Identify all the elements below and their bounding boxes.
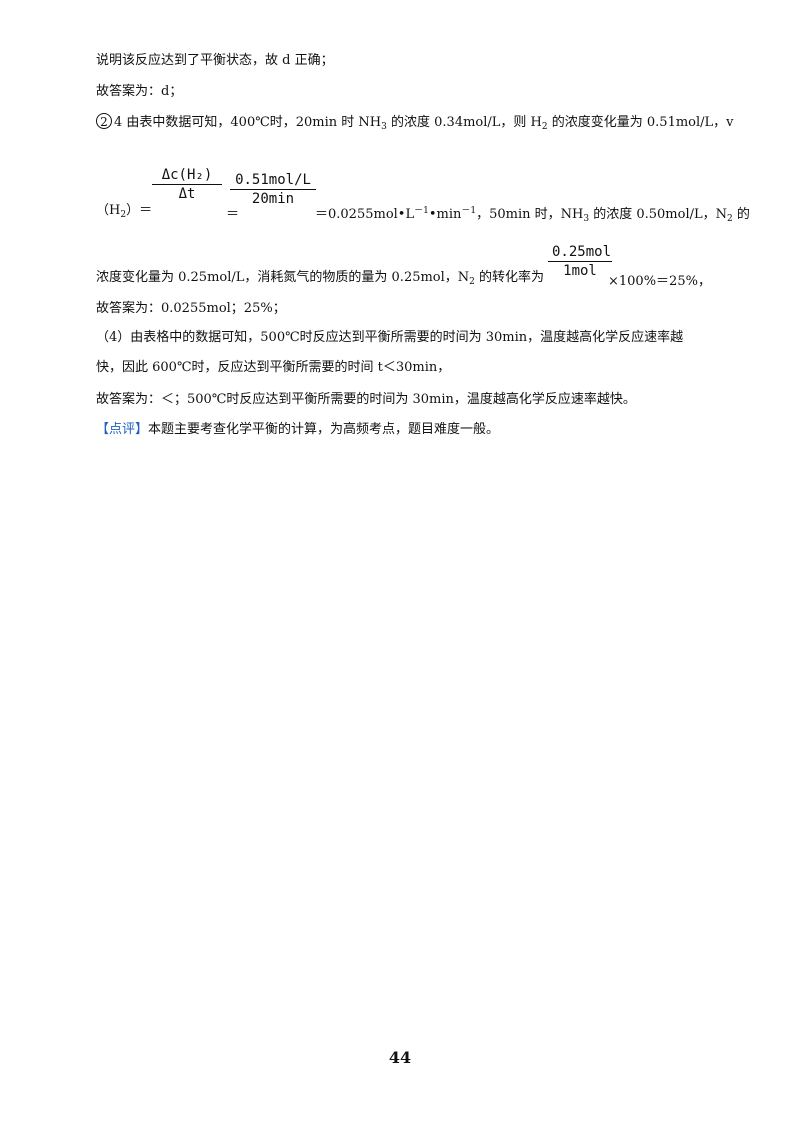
- text-span: ，50min 时，NH: [476, 207, 584, 222]
- circled-number: 2: [96, 113, 112, 129]
- text-line-2: 故答案为：d；: [96, 84, 183, 99]
- text-span: 的转化率为: [474, 270, 545, 285]
- text-line-1: 说明该反应达到了平衡状态，故 d 正确；: [96, 53, 334, 68]
- text-span: 浓度变化量为 0.25mol/L，消耗氮气的物质的量为 0.25mol，N: [96, 270, 470, 285]
- equals-sign: ＝: [226, 207, 240, 222]
- fraction-numerator: 0.51mol/L: [235, 172, 311, 188]
- fraction-bar: [152, 184, 222, 185]
- text-line-6: 故答案为：0.0255mol；25%；: [96, 301, 286, 316]
- fraction-conversion: 0.25mol 1mol: [548, 243, 612, 280]
- text-span: •min: [428, 207, 462, 222]
- text-line-5: 浓度变化量为 0.25mol/L，消耗氮气的物质的量为 0.25mol，N2 的…: [96, 270, 544, 290]
- subscript: 3: [381, 122, 387, 132]
- comment-tag: 【点评】: [96, 422, 149, 437]
- text-span: ＝0.0255mol•L: [315, 207, 415, 222]
- subscript: 2: [469, 277, 475, 287]
- text-line-4-prefix: （H2）＝: [96, 203, 152, 223]
- text-span: 的浓度 0.34mol/L，则 H: [386, 115, 542, 130]
- subscript: 2: [727, 214, 733, 224]
- text-span: 4 由表中数据可知，400℃时，20min 时 NH: [114, 115, 382, 130]
- fraction-numerator: 0.25mol: [552, 244, 612, 260]
- text-span: ）＝: [126, 203, 153, 218]
- fraction-bar: [230, 189, 316, 190]
- text-span: 的: [732, 207, 750, 222]
- fraction-denominator: 20min: [251, 191, 295, 207]
- fraction-rate-values: 0.51mol/L 20min: [230, 171, 316, 208]
- text-line-4-suffix: ＝0.0255mol•L－1•min－1，50min 时，NH3 的浓度 0.5…: [315, 203, 750, 224]
- fraction-bar: [548, 261, 612, 262]
- text-line-5-suffix: ×100%＝25%，: [608, 274, 711, 289]
- fraction-numerator: Δc(H₂): [161, 167, 213, 183]
- text-line-10: 【点评】本题主要考查化学平衡的计算，为高频考点，题目难度一般。: [96, 422, 499, 438]
- superscript: －1: [414, 206, 429, 216]
- text-span: 本题主要考查化学平衡的计算，为高频考点，题目难度一般。: [148, 422, 500, 437]
- text-line-8: 快，因此 600℃时，反应达到平衡所需要的时间 t＜30min，: [96, 360, 451, 375]
- fraction-denominator: 1mol: [563, 263, 597, 279]
- fraction-denominator: Δt: [178, 186, 196, 202]
- text-span: 的浓度 0.50mol/L，N: [589, 207, 728, 222]
- page-number: 44: [388, 1048, 412, 1067]
- subscript: 2: [120, 210, 127, 220]
- text-line-9: 故答案为：＜；500℃时反应达到平衡所需要的时间为 30min，温度越高化学反应…: [96, 392, 636, 407]
- text-line-7: （4）由表格中的数据可知，500℃时反应达到平衡所需要的时间为 30min，温度…: [96, 330, 684, 345]
- subscript: 2: [541, 122, 548, 132]
- fraction-rate-formula: Δc(H₂) Δt: [152, 166, 222, 203]
- text-span: 的浓度变化量为 0.51mol/L，v: [547, 115, 734, 130]
- text-span: （H: [96, 203, 121, 218]
- subscript: 3: [583, 214, 590, 224]
- superscript: －1: [461, 206, 477, 216]
